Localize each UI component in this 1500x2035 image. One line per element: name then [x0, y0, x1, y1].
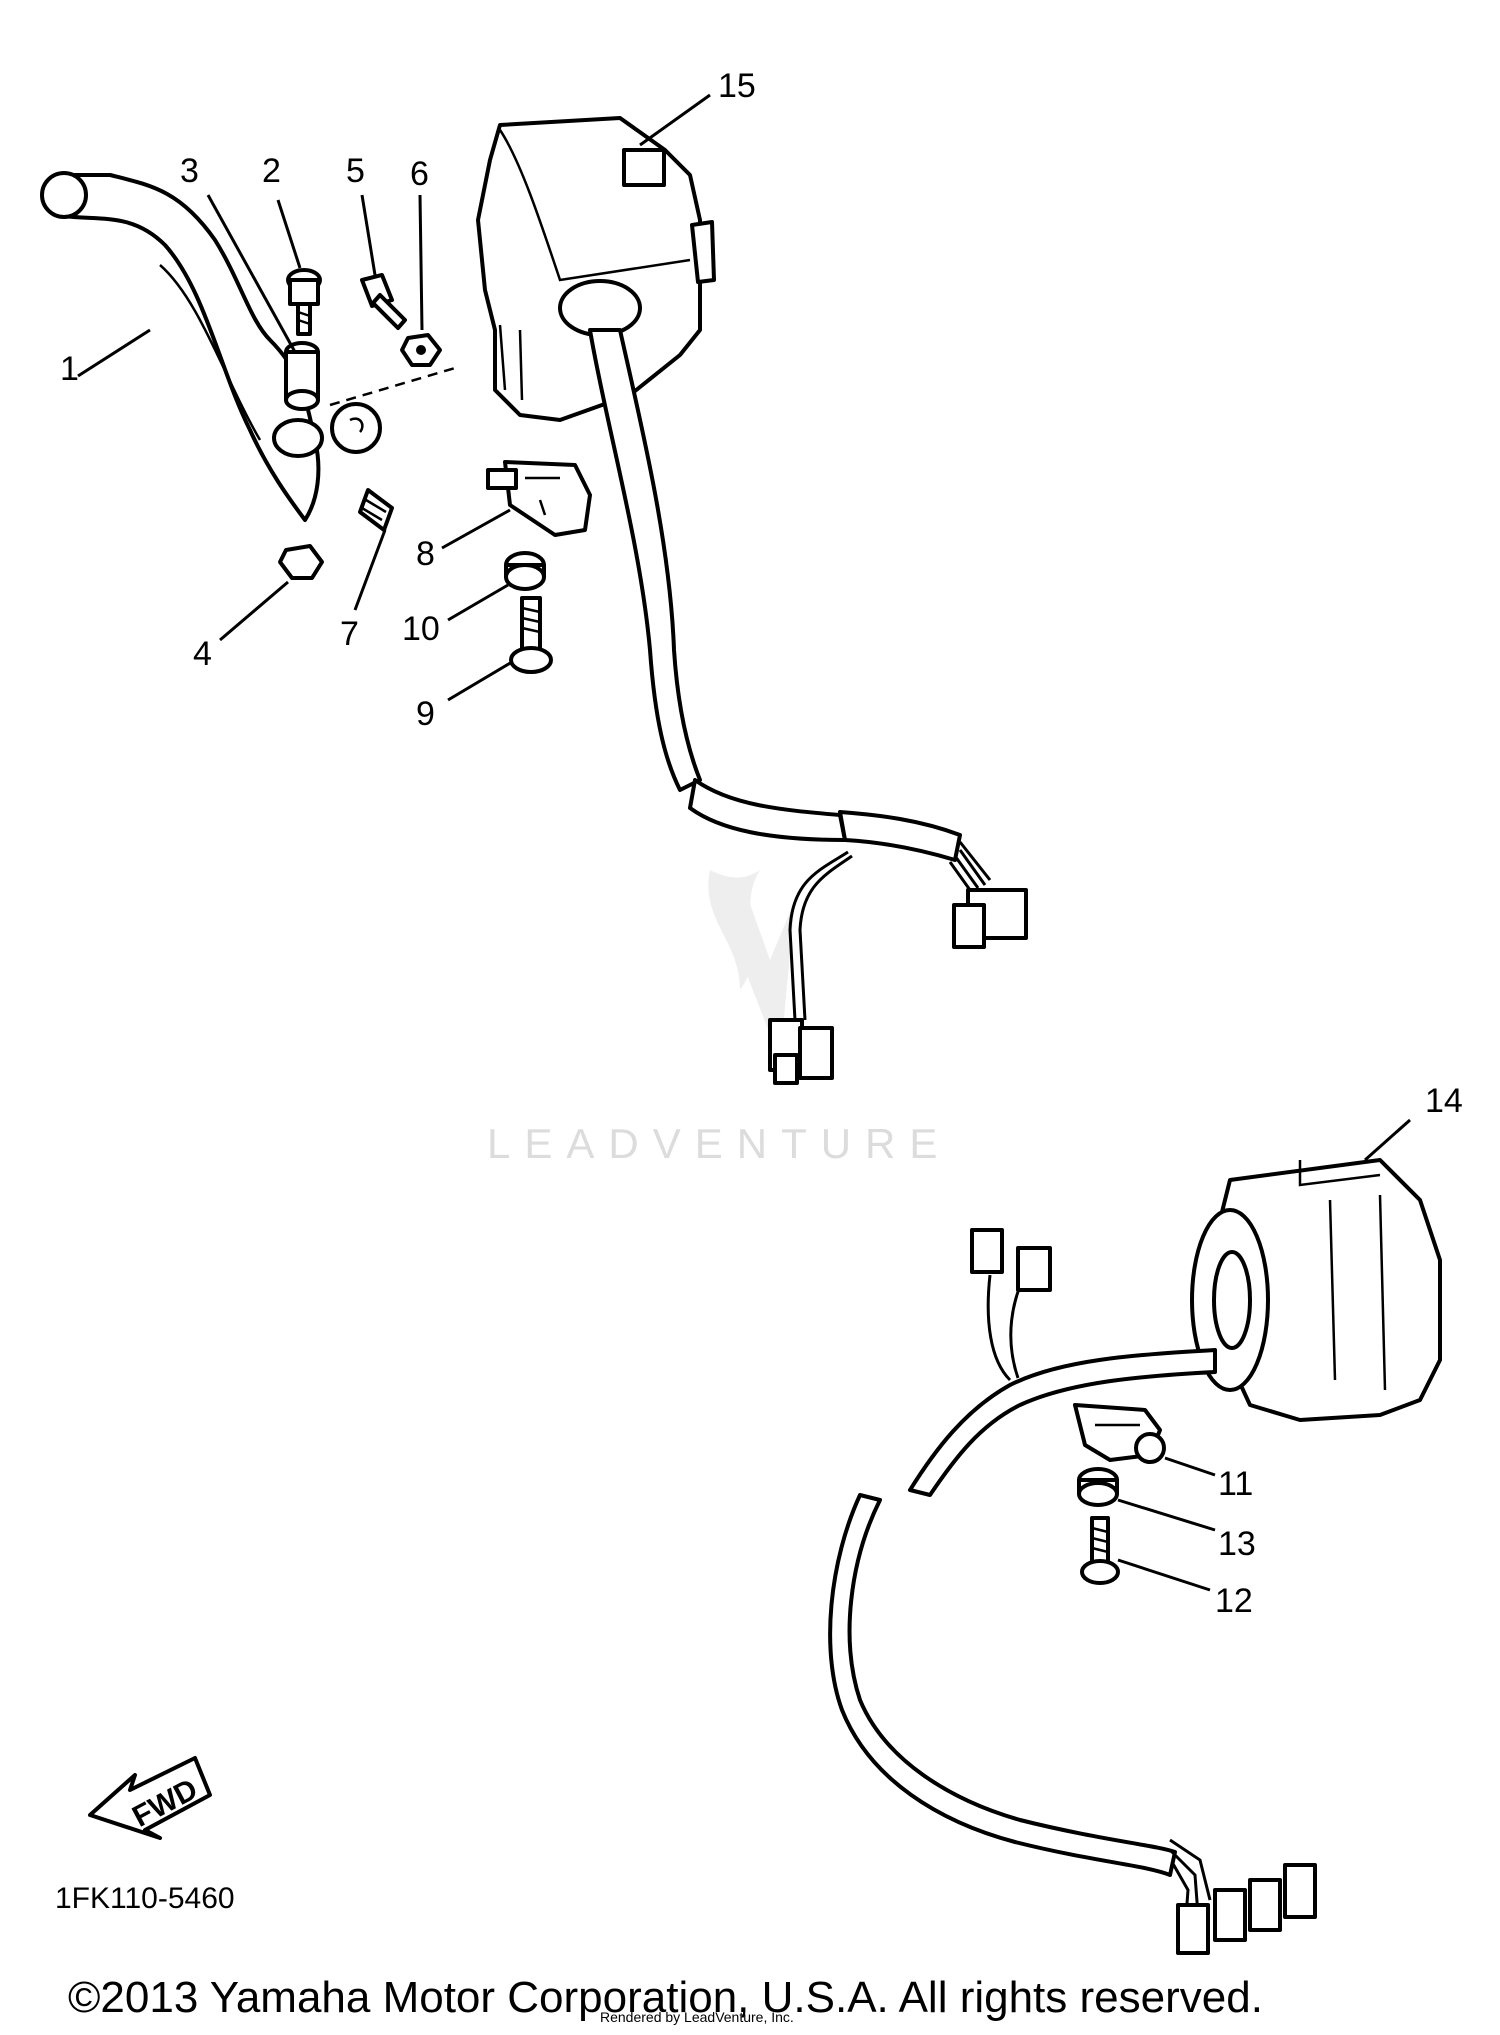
- callout-11: 11: [1218, 1465, 1253, 1503]
- diagram-code: 1FK110-5460: [55, 1882, 235, 1915]
- fwd-arrow-icon: FWD: [88, 1756, 212, 1840]
- callout-8: 8: [416, 535, 435, 573]
- callout-7: 7: [340, 615, 359, 653]
- callout-13: 13: [1218, 1525, 1256, 1563]
- spring-7: [358, 488, 394, 532]
- screw-9: [509, 596, 553, 674]
- washer-13: [1077, 1467, 1119, 1507]
- washer-10: [504, 551, 546, 591]
- nut-6: [400, 333, 442, 367]
- callout-10: 10: [402, 610, 440, 648]
- watermark-logo-icon: [745, 890, 795, 1060]
- screw-12: [1080, 1516, 1120, 1585]
- switch-assembly-15: [476, 116, 1028, 1085]
- watermark-text: LEADVENTURE: [487, 1120, 951, 1167]
- brake-switch-11: [1073, 1403, 1166, 1464]
- callout-4: 4: [193, 635, 212, 673]
- callout-2: 2: [262, 152, 281, 190]
- bolt-2: [286, 268, 322, 336]
- callout-labels: 1 2 3 4 5 6 7 8 9 10 11 12 13 14 15: [60, 67, 1463, 1620]
- collar-3: [284, 341, 320, 411]
- clutch-switch-8: [486, 460, 592, 537]
- callout-15: 15: [718, 67, 756, 105]
- watermark: LEADVENTURE: [487, 870, 951, 1167]
- switch-assembly-14: [828, 1158, 1442, 1955]
- callout-1: 1: [60, 350, 79, 388]
- callout-12: 12: [1215, 1582, 1253, 1620]
- rendered-by-text: Rendered by LeadVenture, Inc.: [600, 2009, 794, 2025]
- copyright-text: ©2013 Yamaha Motor Corporation, U.S.A. A…: [68, 1973, 1263, 2022]
- nut-4: [278, 544, 324, 580]
- callout-5: 5: [346, 152, 365, 190]
- clutch-lever: [40, 171, 324, 522]
- callout-14: 14: [1425, 1082, 1463, 1120]
- callout-3: 3: [180, 152, 199, 190]
- pivot-knob: [330, 402, 382, 454]
- screw-5: [360, 273, 407, 330]
- callout-9: 9: [416, 695, 435, 733]
- callout-6: 6: [410, 155, 429, 193]
